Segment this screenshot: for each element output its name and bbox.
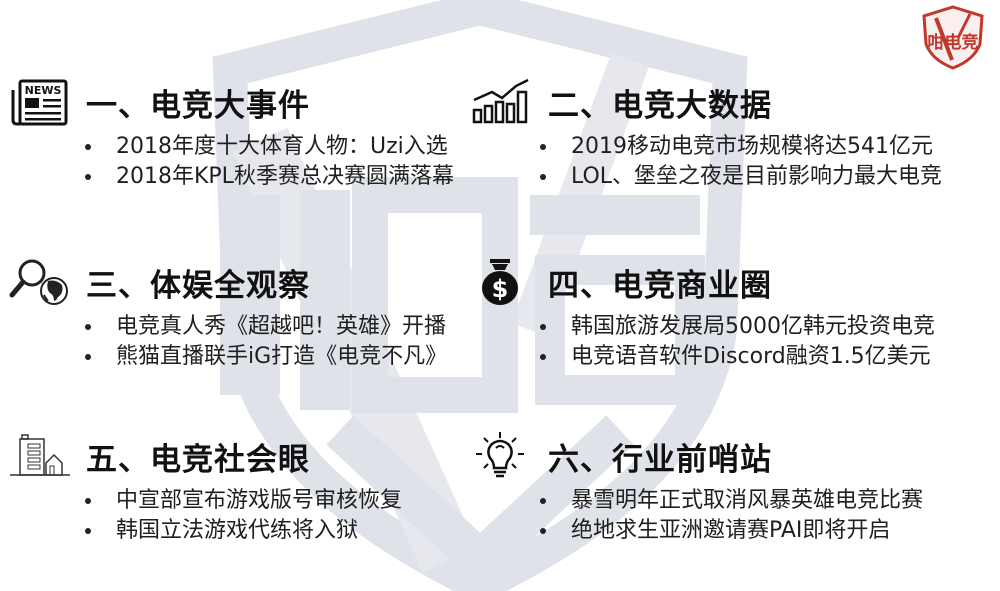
list-item: LOL、堡垒之夜是目前影响力最大电竞 (536, 162, 942, 192)
list-item: 韩国立法游戏代练将入狱 (81, 516, 402, 546)
bullet-icon (85, 528, 91, 534)
bullet-icon (540, 354, 546, 360)
buildings-icon (10, 434, 70, 476)
section-title: 三、体娱全观察 (86, 267, 310, 304)
list-item: 2018年KPL秋季赛总决赛圆满落幕 (81, 162, 454, 192)
list-item: 熊猫直播联手iG打造《电竞不凡》 (81, 342, 447, 372)
list-item: 暴雪明年正式取消风暴英雄电竞比赛 (536, 486, 923, 516)
bullet-icon (85, 498, 91, 504)
magnifier-globe-icon (9, 259, 68, 305)
list-item: 中宣部宣布游戏版号审核恢复 (81, 486, 402, 516)
section-esports-events: NEWS 一、电竞大事件 2018年度十大体育人物：Uzi入选 2018年KPL… (8, 78, 454, 192)
list-item: 2018年度十大体育人物：Uzi入选 (81, 132, 454, 162)
bullet-icon (540, 498, 546, 504)
section-title: 六、行业前哨站 (548, 441, 772, 478)
bullet-icon (540, 324, 546, 330)
section-esports-data: 二、电竞大数据 2019移动电竞市场规模将达541亿元 LOL、堡垒之夜是目前影… (470, 78, 942, 192)
lightbulb-icon (476, 432, 524, 478)
svg-text:$: $ (492, 275, 509, 303)
bullet-icon (85, 324, 91, 330)
list-item: 电竞真人秀《超越吧！英雄》开播 (81, 312, 447, 342)
list-item: 绝地求生亚洲邀请赛PAI即将开启 (536, 516, 923, 546)
list-item: 2019移动电竞市场规模将达541亿元 (536, 132, 942, 162)
section-title: 四、电竞商业圈 (548, 267, 772, 304)
section-business: $ 四、电竞商业圈 韩国旅游发展局5000亿韩元投资电竞 电竞语音软件Disco… (470, 258, 935, 372)
list-item: 韩国旅游发展局5000亿韩元投资电竞 (536, 312, 935, 342)
bullet-icon (85, 174, 91, 180)
section-entertainment: 三、体娱全观察 电竞真人秀《超越吧！英雄》开播 熊猫直播联手iG打造《电竞不凡》 (8, 258, 447, 372)
money-bag-icon: $ (482, 259, 518, 305)
bullet-icon (540, 528, 546, 534)
newspaper-icon: NEWS (11, 79, 68, 126)
bullet-icon (85, 354, 91, 360)
list-item: 电竞语音软件Discord融资1.5亿美元 (536, 342, 935, 372)
chart-growth-icon (472, 78, 529, 124)
section-title: 五、电竞社会眼 (86, 441, 310, 478)
bullet-icon (85, 144, 91, 150)
section-title: 二、电竞大数据 (548, 87, 772, 124)
bullet-icon (540, 144, 546, 150)
section-title: 一、电竞大事件 (86, 87, 310, 124)
brand-logo: 咁电竞 (922, 5, 984, 70)
svg-text:咁电竞: 咁电竞 (928, 32, 979, 53)
section-industry-outpost: 六、行业前哨站 暴雪明年正式取消风暴英雄电竞比赛 绝地求生亚洲邀请赛PAI即将开… (470, 432, 923, 546)
bullet-icon (540, 174, 546, 180)
section-society: 五、电竞社会眼 中宣部宣布游戏版号审核恢复 韩国立法游戏代练将入狱 (8, 432, 402, 546)
svg-text:NEWS: NEWS (25, 84, 62, 97)
